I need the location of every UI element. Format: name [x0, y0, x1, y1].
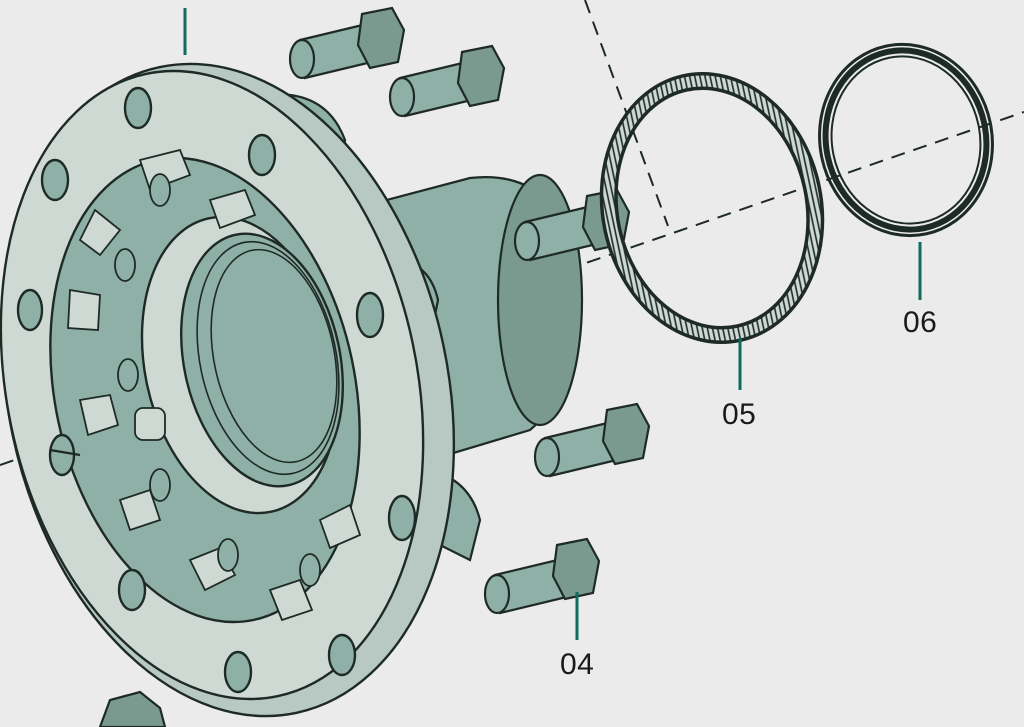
abs-tone-ring — [599, 72, 825, 344]
wheel-bolt-top-1 — [288, 6, 406, 80]
callout-06: 06 — [903, 306, 938, 339]
wheel-bolt-lower — [533, 402, 651, 478]
callout-04: 04 — [560, 648, 595, 681]
nut-bottom-left — [98, 690, 167, 727]
wheel-bolt-top-2 — [388, 44, 506, 118]
flange-lugs — [114, 173, 321, 587]
flange-bolt-holes — [16, 86, 417, 694]
leader-lines — [183, 8, 922, 640]
seal-ring — [818, 42, 994, 238]
callout-05: 05 — [722, 398, 757, 431]
wheel-bolt-part-04 — [483, 537, 601, 615]
hub-flange — [0, 62, 456, 718]
